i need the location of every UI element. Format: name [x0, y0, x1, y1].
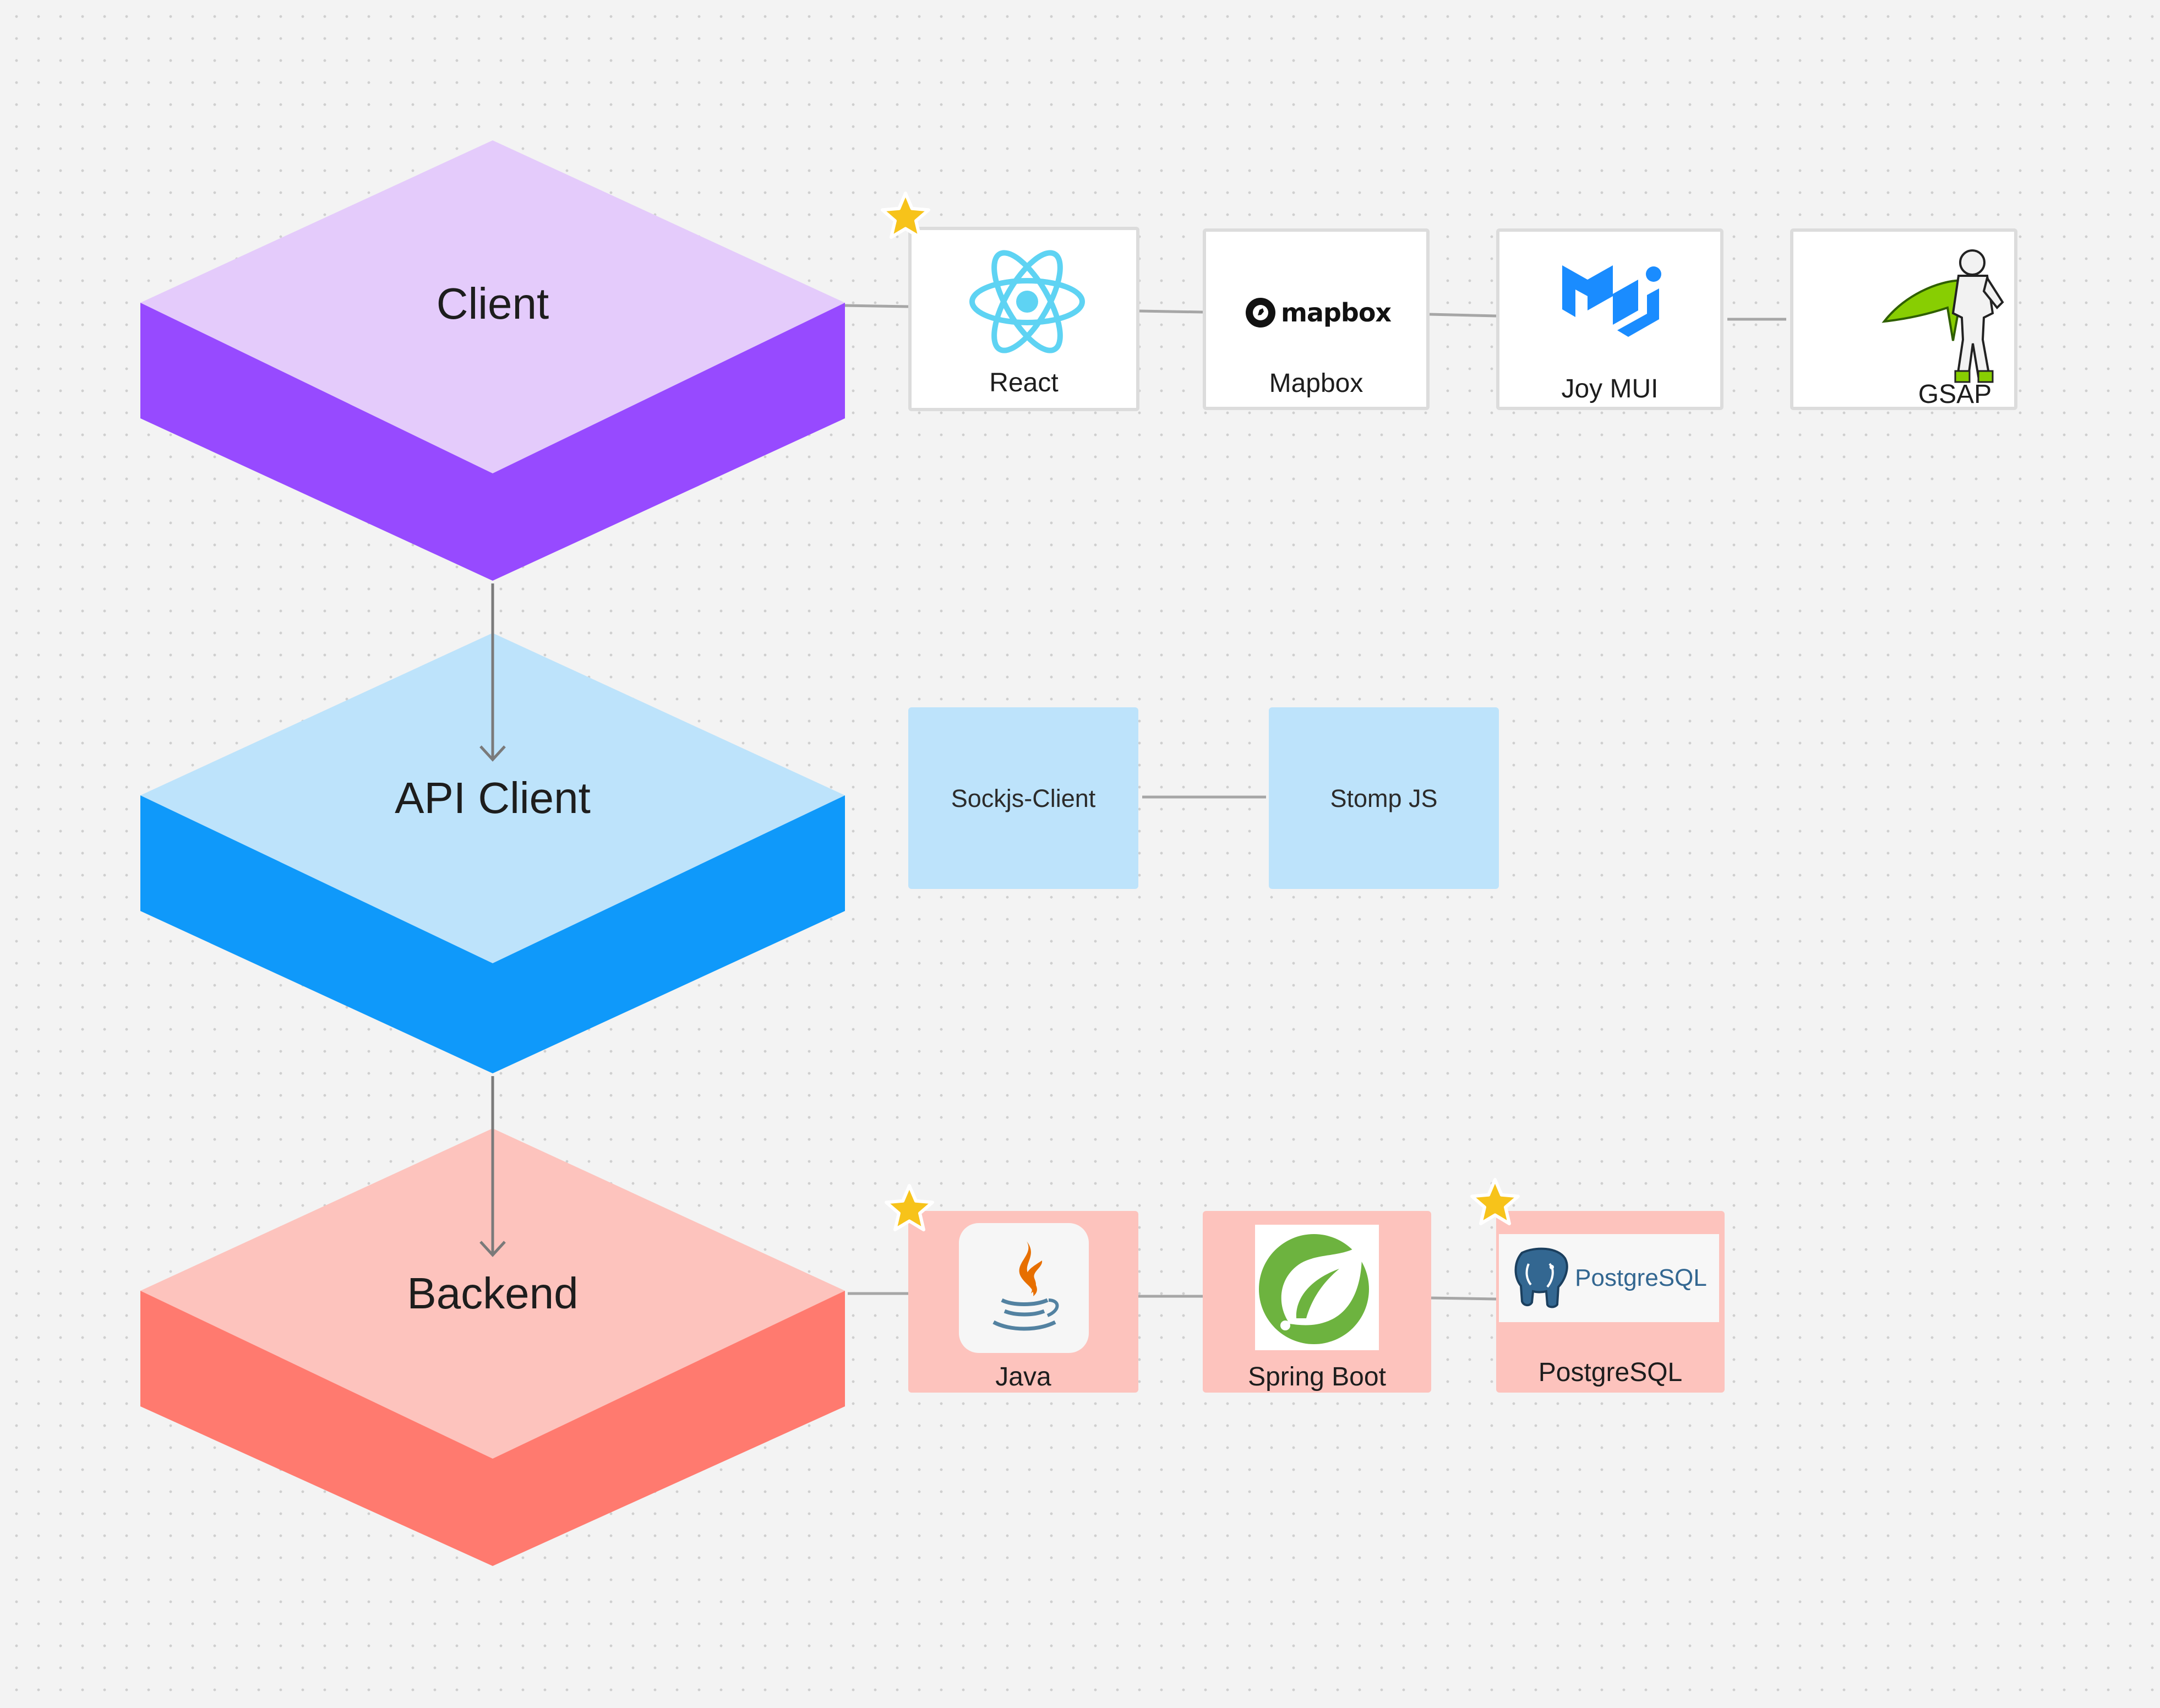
tech-label-stomp-js: Stomp JS [1330, 784, 1438, 812]
connector-spring-postgres [1431, 1296, 1497, 1301]
tech-card-spring-boot[interactable]: Spring Boot [1203, 1211, 1431, 1393]
tech-card-java[interactable]: Java [908, 1211, 1138, 1393]
tech-label-joy-mui: Joy MUI [1561, 374, 1659, 403]
layer-label-api-client: API Client [395, 773, 591, 822]
tech-label-postgresql: PostgreSQL [1538, 1358, 1683, 1387]
layer-backend[interactable] [140, 1128, 845, 1566]
connector-client-react [844, 304, 909, 308]
connector-react-mapbox [1139, 309, 1203, 314]
tech-label-sockjs-client: Sockjs-Client [951, 784, 1096, 812]
gsap-hero-logo-icon [1881, 249, 2004, 383]
mui-logo-icon [1562, 265, 1661, 337]
tech-card-postgresql[interactable]: PostgreSQL PostgreSQL [1496, 1211, 1725, 1393]
react-logo-icon [969, 250, 1085, 353]
tech-label-react: React [989, 368, 1059, 397]
tech-card-sockjs-client[interactable]: Sockjs-Client [908, 707, 1138, 889]
star-react[interactable] [878, 190, 933, 245]
layer-client-top [140, 140, 845, 473]
star-postgresql[interactable] [1468, 1176, 1523, 1231]
postgresql-logo: PostgreSQL [1499, 1234, 1719, 1322]
tech-label-gsap: GSAP [1918, 380, 1992, 409]
postgresql-logo-text: PostgreSQL [1575, 1264, 1707, 1291]
mapbox-logo: mapbox [1246, 298, 1392, 328]
mapbox-logo-icon [1246, 298, 1275, 328]
connectors [844, 304, 1786, 1301]
tech-label-spring-boot: Spring Boot [1248, 1362, 1386, 1391]
tech-card-gsap[interactable]: GSAP [1790, 228, 2017, 410]
mapbox-logo-text: mapbox [1281, 298, 1392, 328]
spring-logo-tile [1255, 1225, 1379, 1350]
tech-card-stomp-js[interactable]: Stomp JS [1269, 707, 1499, 889]
star-java[interactable] [882, 1182, 937, 1237]
layer-label-client: Client [436, 279, 549, 328]
java-logo-tile [959, 1223, 1089, 1353]
layer-api-client-top [140, 633, 845, 963]
layer-backend-top [140, 1128, 845, 1459]
layer-client[interactable] [140, 140, 845, 581]
tech-label-mapbox: Mapbox [1269, 369, 1363, 398]
arrow-client-to-api-head [479, 745, 506, 762]
layer-label-backend: Backend [407, 1269, 579, 1318]
java-logo-icon [992, 1241, 1059, 1331]
arrows [479, 583, 506, 1257]
tech-card-joy-mui[interactable]: Joy MUI [1496, 228, 1723, 410]
tech-card-react[interactable]: React [908, 227, 1139, 411]
spring-leaf-logo-icon [1259, 1234, 1369, 1344]
tech-label-java: Java [995, 1362, 1051, 1391]
arrow-api-to-backend-head [479, 1241, 506, 1257]
postgresql-elephant-icon [1514, 1247, 1568, 1308]
connector-mapbox-mui [1429, 313, 1497, 318]
layer-api-client[interactable] [140, 633, 845, 1073]
tech-card-mapbox[interactable]: mapbox Mapbox [1203, 228, 1430, 410]
